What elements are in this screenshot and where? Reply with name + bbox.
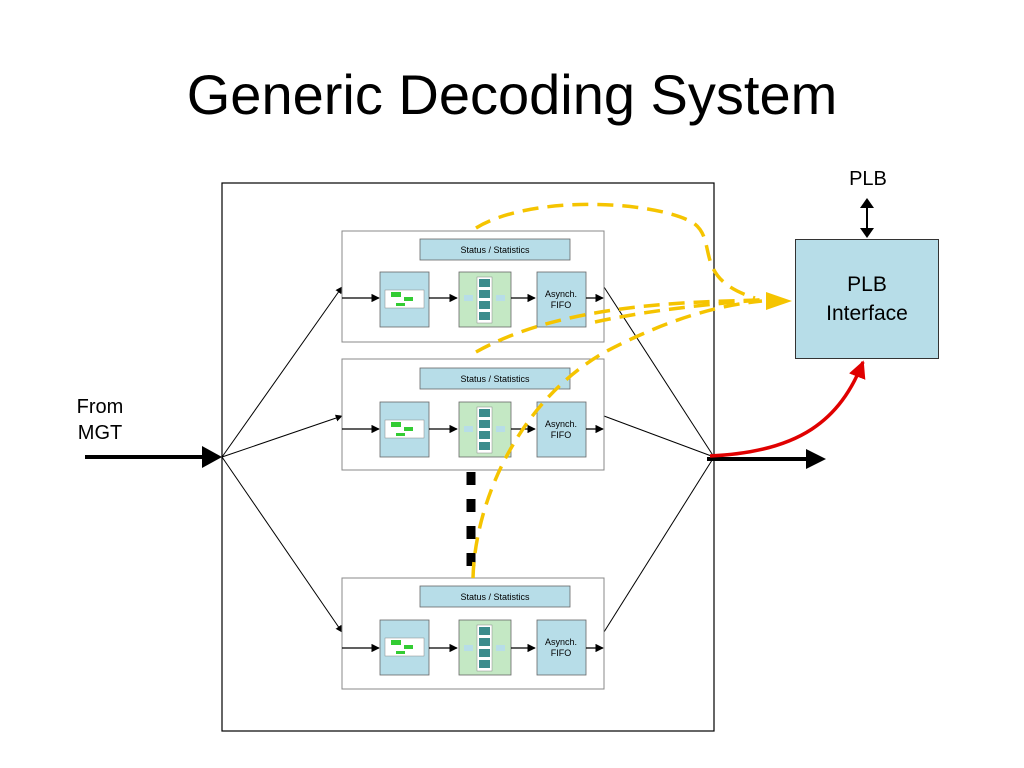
status-link-2 bbox=[594, 298, 761, 324]
plb-bus-arrowhead-down bbox=[860, 228, 874, 238]
input-arrowhead bbox=[202, 446, 222, 468]
fifo-label-line1: Asynch. bbox=[545, 419, 577, 429]
fifo-label-line2: FIFO bbox=[551, 430, 572, 440]
output-to-interface-arrow bbox=[709, 360, 866, 458]
fanin-line-3 bbox=[603, 456, 715, 633]
fanout-line-1 bbox=[221, 286, 343, 458]
fifo-label-line2: FIFO bbox=[551, 300, 572, 310]
fanout-line-3 bbox=[221, 456, 343, 633]
async-fifo-block bbox=[536, 401, 587, 458]
plb-interface-line2: Interface bbox=[826, 302, 908, 325]
plb-bus-label: PLB bbox=[849, 168, 887, 190]
output-arrowhead bbox=[806, 449, 826, 469]
status-link-1 bbox=[475, 202, 756, 300]
fifo-label-line1: Asynch. bbox=[545, 289, 577, 299]
decoder-channel-1: Status / Statistics Asynch. FIFO bbox=[341, 230, 605, 343]
input-label: From MGT bbox=[60, 394, 140, 446]
fanin-line-1 bbox=[603, 286, 715, 458]
plb-interface-block: PLB Interface bbox=[795, 239, 939, 359]
status-label: Status / Statistics bbox=[460, 245, 530, 255]
fanin-line-2 bbox=[603, 415, 715, 458]
page-title: Generic Decoding System bbox=[186, 63, 838, 126]
status-link-arrowhead bbox=[766, 292, 792, 310]
fanout-line-2 bbox=[221, 414, 343, 458]
status-label: Status / Statistics bbox=[460, 592, 530, 602]
status-block bbox=[419, 585, 571, 608]
plb-bus-arrowhead-up bbox=[860, 198, 874, 208]
input-label-line1: From bbox=[76, 396, 124, 418]
status-link-3 bbox=[475, 298, 763, 354]
input-label-line2: MGT bbox=[77, 422, 123, 444]
status-link-4 bbox=[471, 299, 763, 579]
fifo-label-line1: Asynch. bbox=[545, 637, 577, 647]
status-block bbox=[419, 238, 571, 261]
decoder-channel-2: Status / Statistics Asynch. FIFO bbox=[341, 358, 605, 471]
plb-interface-line1: PLB bbox=[847, 273, 887, 296]
decoder-channel-3: Status / Statistics Asynch. FIFO bbox=[341, 577, 605, 690]
status-label: Status / Statistics bbox=[460, 374, 530, 384]
fifo-label-line2: FIFO bbox=[551, 648, 572, 658]
